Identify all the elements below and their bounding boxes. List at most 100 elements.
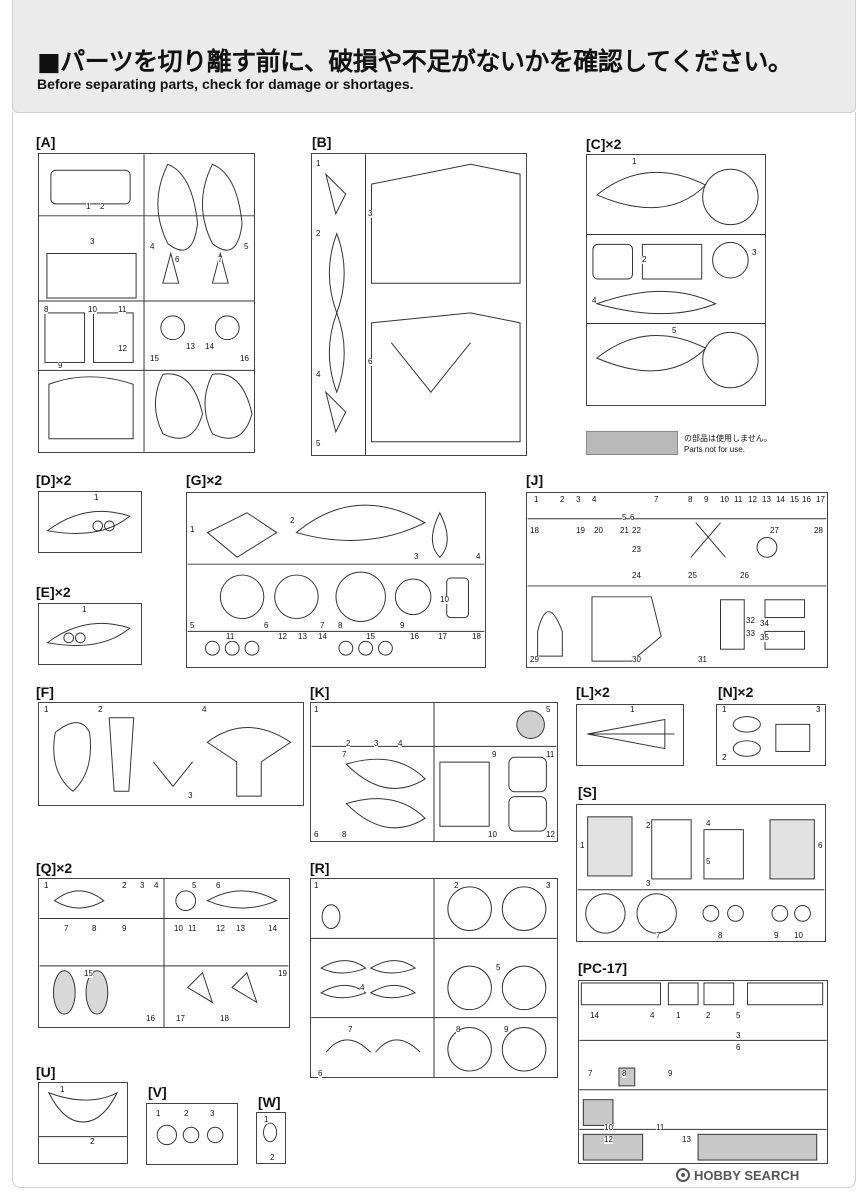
part-number: 4 xyxy=(592,296,597,305)
part-number: 11 xyxy=(188,924,197,933)
part-number: 1 xyxy=(314,881,319,890)
runner-label-g: [G]×2 xyxy=(186,472,223,488)
part-number: 6 xyxy=(216,881,221,890)
hobby-search-logo-icon xyxy=(676,1168,690,1182)
runner-v-drawing xyxy=(156,1124,224,1146)
runner-pc17 xyxy=(578,980,828,1164)
header-banner: ■パーツを切り離す前に、破損や不足がないかを確認してください。 Before s… xyxy=(12,0,856,113)
runner-k xyxy=(310,702,558,842)
part-number: 11 xyxy=(546,750,555,759)
runner-r-drawing xyxy=(311,879,557,1077)
part-number: 6 xyxy=(818,841,823,850)
part-number: 9 xyxy=(492,750,497,759)
part-number: 7 xyxy=(342,750,347,759)
part-number: 5 xyxy=(706,857,711,866)
part-number: 7 xyxy=(218,255,223,264)
part-number: 8 xyxy=(622,1069,627,1078)
part-number: 9 xyxy=(668,1069,673,1078)
part-number: 5 xyxy=(192,881,197,890)
part-number: 2 xyxy=(560,495,565,504)
part-number: 10 xyxy=(440,595,449,604)
part-number: 6 xyxy=(175,255,180,264)
part-number: 2 xyxy=(100,202,105,211)
runner-n xyxy=(716,704,826,766)
runner-d-drawing xyxy=(46,510,131,534)
runner-s xyxy=(576,804,826,942)
part-number: 8 xyxy=(44,305,49,314)
runner-label-d: [D]×2 xyxy=(36,472,72,488)
part-number: 12 xyxy=(604,1135,613,1144)
part-number: 16 xyxy=(146,1014,155,1023)
part-number: 14 xyxy=(590,1011,599,1020)
runner-g-drawing xyxy=(187,504,485,656)
runner-a xyxy=(38,153,255,453)
runner-l xyxy=(576,704,684,766)
part-number: 12 xyxy=(546,830,555,839)
part-number: 2 xyxy=(122,881,127,890)
part-number: 2 xyxy=(184,1109,189,1118)
part-number: 1 xyxy=(86,202,91,211)
part-number: 13 xyxy=(762,495,771,504)
part-number: 6 xyxy=(736,1043,741,1052)
part-number: 18 xyxy=(472,632,481,641)
part-number: 4 xyxy=(154,881,159,890)
part-number: 8 xyxy=(688,495,693,504)
part-number: 34 xyxy=(760,619,769,628)
part-number: 16 xyxy=(410,632,419,641)
part-number: 1 xyxy=(632,157,637,166)
part-number: 6 xyxy=(314,830,319,839)
part-number: 8 xyxy=(92,924,97,933)
runner-b-drawing xyxy=(324,154,521,455)
runner-w-drawing xyxy=(263,1122,278,1143)
part-number: 1 xyxy=(60,1085,65,1094)
runner-label-k: [K] xyxy=(310,684,330,700)
part-number: 2 xyxy=(90,1137,95,1146)
part-number: 4 xyxy=(360,983,365,992)
part-number: 1 xyxy=(534,495,539,504)
part-number: 2 xyxy=(454,881,459,890)
part-number: 35 xyxy=(760,633,769,642)
runner-j-drawing xyxy=(527,518,827,662)
runner-n-drawing xyxy=(732,716,811,757)
part-number: 5 xyxy=(672,326,677,335)
runner-label-s: [S] xyxy=(578,784,597,800)
part-number: 1 xyxy=(676,1011,681,1020)
part-number: 3 xyxy=(210,1109,215,1118)
runner-c xyxy=(586,154,766,406)
part-number: 3 xyxy=(140,881,145,890)
page-title-english: Before separating parts, check for damag… xyxy=(37,76,414,92)
runner-l-drawing xyxy=(587,718,675,750)
part-number: 1 xyxy=(316,159,321,168)
part-number: 2 xyxy=(98,705,103,714)
part-number: 26 xyxy=(740,571,749,580)
part-number: 1 xyxy=(722,705,727,714)
part-number: 5 xyxy=(736,1011,741,1020)
runner-label-w: [W] xyxy=(258,1094,281,1110)
part-number: 33 xyxy=(746,629,755,638)
part-number: 1 xyxy=(264,1115,269,1124)
part-number: 14 xyxy=(776,495,785,504)
part-number: 13 xyxy=(682,1135,691,1144)
part-number: 31 xyxy=(698,655,707,664)
part-number: 9 xyxy=(704,495,709,504)
part-number: 3 xyxy=(414,552,419,561)
part-number: 17 xyxy=(176,1014,185,1023)
part-number: 2 xyxy=(722,753,727,762)
part-number: 21 xyxy=(620,526,629,535)
part-number: 2 xyxy=(346,739,351,748)
part-number: 20 xyxy=(594,526,603,535)
runner-e-drawing xyxy=(46,622,131,646)
part-number: 9 xyxy=(400,621,405,630)
runner-label-l: [L]×2 xyxy=(576,684,610,700)
runner-b xyxy=(311,153,527,456)
part-number: 11 xyxy=(226,632,235,641)
part-number: 10 xyxy=(604,1123,613,1132)
part-number: 10 xyxy=(174,924,183,933)
part-number: 13 xyxy=(298,632,307,641)
part-number: 17 xyxy=(816,495,825,504)
part-number: 2 xyxy=(290,516,295,525)
runner-label-n: [N]×2 xyxy=(718,684,754,700)
runner-label-r: [R] xyxy=(310,860,330,876)
runner-s-drawing xyxy=(577,816,825,934)
runner-g xyxy=(186,492,486,668)
